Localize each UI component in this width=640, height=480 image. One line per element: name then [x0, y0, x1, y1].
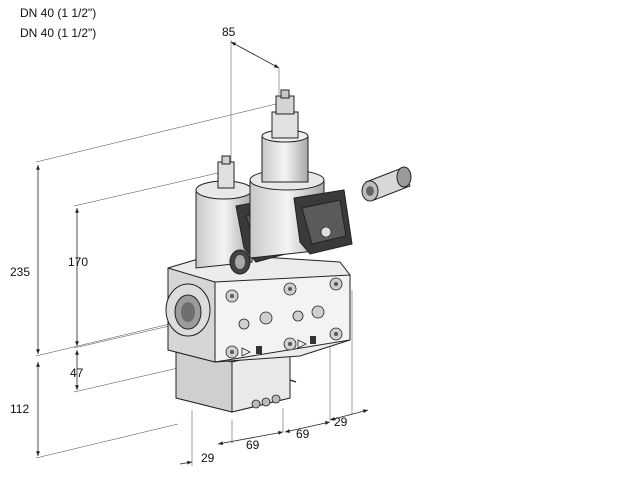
dim-label-depth-right: 29 [334, 415, 348, 429]
valve-illustration [165, 89, 412, 413]
dim-bottom: 29 69 69 29 [179, 290, 369, 466]
size-caption-2: DN 40 (1 1/2") [20, 26, 97, 40]
dim-label-width-left: 69 [246, 438, 260, 452]
dim-label-lower-offset: 47 [70, 366, 84, 380]
dim-label-valve-height: 170 [68, 255, 88, 269]
dim-lower-offset: 47 [70, 350, 179, 393]
dim-label-top-offset: 85 [222, 25, 236, 39]
dim-label-depth-left: 29 [201, 451, 215, 465]
dim-valve-height: 170 [68, 171, 223, 349]
dim-module-height: 112 [10, 362, 179, 459]
dim-label-width-right: 69 [296, 427, 310, 441]
dim-label-overall-height: 235 [10, 265, 30, 279]
dim-overall-height: 235 [10, 103, 277, 357]
dim-label-module-height: 112 [10, 402, 29, 416]
size-caption-1: DN 40 (1 1/2") [20, 6, 97, 20]
dim-top-offset: 85 [222, 25, 280, 165]
